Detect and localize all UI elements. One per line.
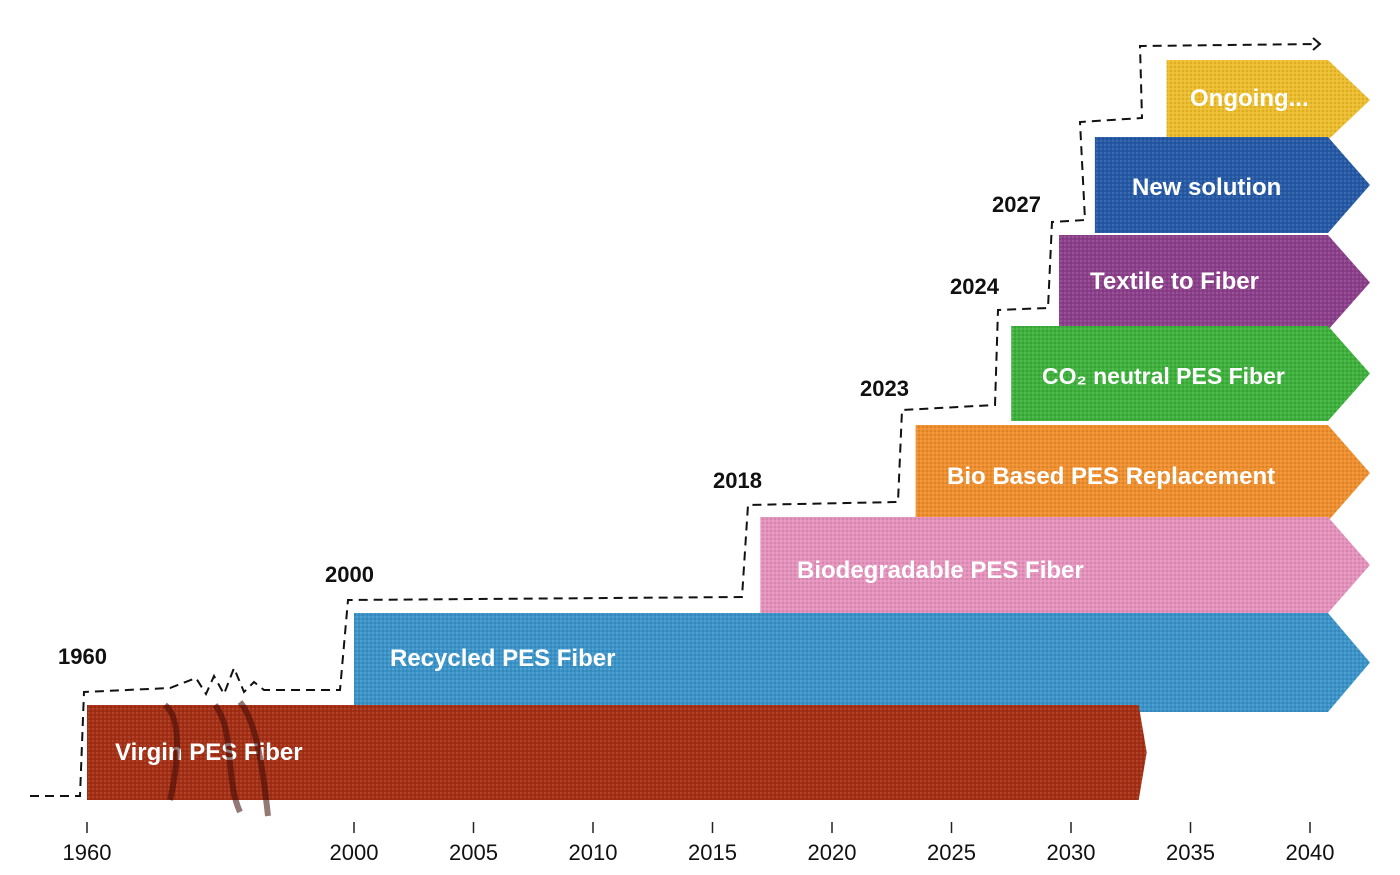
- ribbon-biodegradable: Biodegradable PES Fiber: [760, 517, 1370, 613]
- axis-tick-label-2015: 2015: [688, 840, 737, 865]
- axis-tick-label-2040: 2040: [1286, 840, 1335, 865]
- axis-tick-label-2025: 2025: [927, 840, 976, 865]
- ribbon-label-biodegradable: Biodegradable PES Fiber: [797, 557, 1084, 584]
- ribbon-newsolution: New solution: [1094, 137, 1370, 233]
- ribbon-label-textile: Textile to Fiber: [1090, 268, 1259, 295]
- ribbon-wrinkles: [162, 700, 271, 817]
- x-axis: 1960 2000 2005 2010 2015 2020 2025 2030 2035 2040: [63, 822, 1335, 865]
- axis-tick-label-2000: 2000: [330, 840, 379, 865]
- ribbon-virgin: Virgin PES Fiber: [87, 705, 1147, 800]
- axis-tick-label-2020: 2020: [808, 840, 857, 865]
- dashed-line-arrowhead: [1312, 37, 1322, 51]
- milestone-2000: 2000: [325, 562, 374, 587]
- ribbon-label-co2: CO₂ neutral PES Fiber: [1042, 363, 1285, 389]
- axis-tick-label-2010: 2010: [569, 840, 618, 865]
- milestone-2024: 2024: [950, 274, 1000, 299]
- ribbon-ongoing: Ongoing...: [1166, 60, 1370, 140]
- milestone-1960: 1960: [58, 644, 107, 669]
- progress-dashed-line: [30, 43, 1319, 797]
- axis-tick-label-1960: 1960: [63, 840, 112, 865]
- ribbon-label-biobased: Bio Based PES Replacement: [947, 463, 1275, 490]
- ribbon-texture-textile: [1059, 235, 1370, 330]
- axis-tick-label-2030: 2030: [1047, 840, 1096, 865]
- milestone-2027: 2027: [992, 192, 1041, 217]
- ribbon-recycled: Recycled PES Fiber: [354, 613, 1370, 712]
- ribbon-label-newsolution: New solution: [1132, 174, 1281, 201]
- ribbon-textile: Textile to Fiber: [1059, 235, 1370, 330]
- ribbon-label-ongoing: Ongoing...: [1190, 85, 1309, 112]
- milestone-2023: 2023: [860, 376, 909, 401]
- ribbon-texture-newsolution: [1094, 137, 1370, 233]
- ribbon-biobased: Bio Based PES Replacement: [915, 425, 1370, 521]
- ribbon-texture-biobased: [915, 425, 1370, 521]
- ribbon-label-recycled: Recycled PES Fiber: [390, 645, 615, 672]
- ribbon-co2: CO₂ neutral PES Fiber: [1011, 326, 1370, 421]
- ribbon-texture-ongoing: [1166, 60, 1370, 140]
- ribbon-texture-recycled: [354, 613, 1370, 712]
- milestone-labels: 1960 2000 2018 2023 2024 2027: [58, 192, 1041, 669]
- ribbon-texture-co2: [1011, 326, 1370, 421]
- milestone-2018: 2018: [713, 468, 762, 493]
- axis-tick-label-2005: 2005: [449, 840, 498, 865]
- ribbon-label-virgin: Virgin PES Fiber: [115, 739, 303, 766]
- axis-tick-label-2035: 2035: [1166, 840, 1215, 865]
- ribbon-texture-biodegradable: [760, 517, 1370, 613]
- ribbon-texture-virgin: [87, 705, 1147, 800]
